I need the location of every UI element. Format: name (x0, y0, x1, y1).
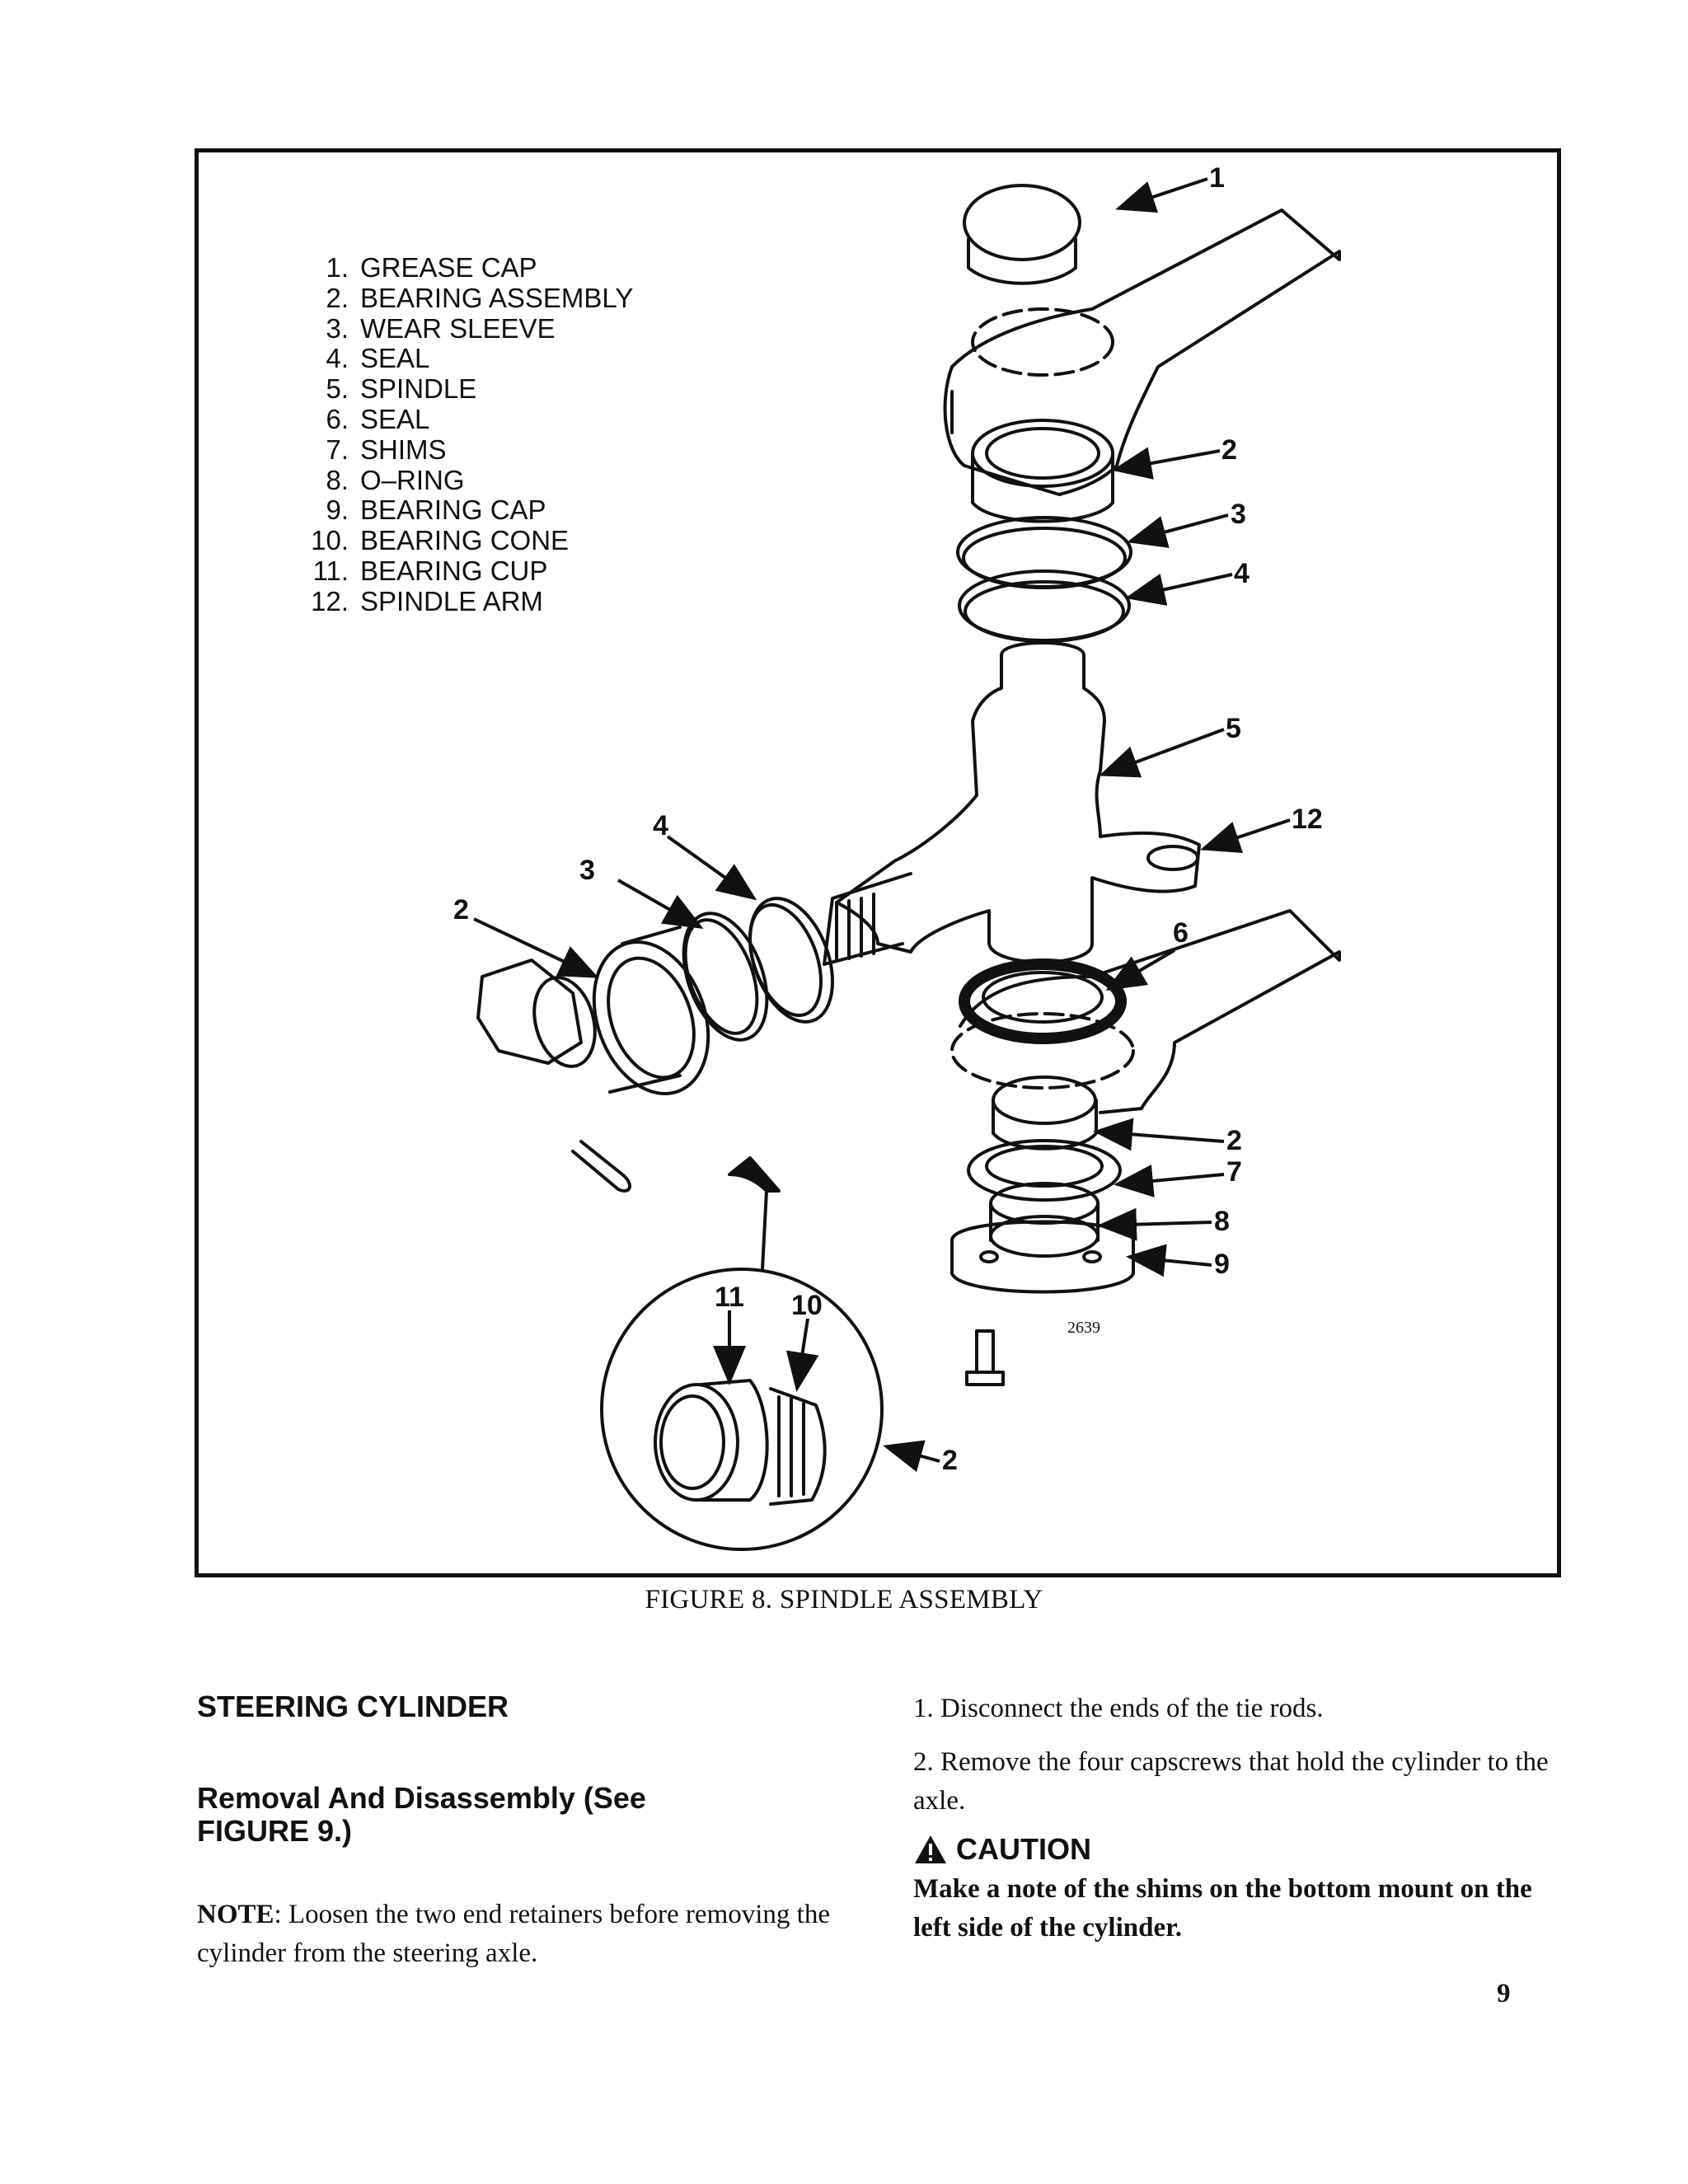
warning-triangle-icon (915, 1835, 946, 1863)
page-number: 9 (1497, 1979, 1511, 2008)
figure-frame: 1.GREASE CAP 2.BEARING ASSEMBLY 3.WEAR S… (195, 148, 1561, 1577)
upper-axle-arm (943, 209, 1341, 496)
legend-item: 5.SPINDLE (326, 373, 477, 405)
capscrew (965, 1329, 1005, 1386)
legend-item: 9.BEARING CAP (326, 494, 546, 526)
subsection-heading-line1: Removal And Disassembly (See (197, 1781, 646, 1815)
callout-label: 3 (579, 855, 595, 886)
caution-text: Make a note of the shims on the bottom m… (913, 1874, 1532, 1943)
left-column: STEERING CYLINDER Removal And Disassembl… (197, 1690, 856, 1973)
callout-label: 2 (1226, 1125, 1242, 1156)
callout-label: 2 (942, 1445, 958, 1476)
callout-label: 4 (1234, 558, 1250, 589)
legend-item: 12.SPINDLE ARM (311, 585, 543, 616)
legend-item: 7.SHIMS (326, 434, 447, 465)
step-2: 2. Remove the four capscrews that hold t… (913, 1747, 1549, 1816)
callout-label: 2 (453, 894, 469, 926)
callout-label: 7 (1226, 1156, 1242, 1188)
step-1: 1. Disconnect the ends of the tie rods. (913, 1694, 1324, 1723)
note-text: : Loosen the two end retainers before re… (197, 1900, 830, 1968)
lower-seal (959, 958, 1127, 1044)
callout-label: 12 (1292, 804, 1323, 835)
callout-label: 1 (1209, 162, 1225, 194)
callout-label: 11 (715, 1282, 744, 1313)
left-wear-sleeve (682, 912, 769, 1042)
legend-item: 8.O–RING (326, 464, 465, 495)
legend-item: 10.BEARING CONE (311, 525, 570, 556)
legend-item: 4.SEAL (326, 343, 430, 374)
legend-item: 3.WEAR SLEEVE (326, 312, 556, 344)
upper-arm-bore (971, 307, 1114, 377)
legend-item: 1.GREASE CAP (326, 252, 537, 283)
callout-label: 4 (653, 810, 668, 841)
cotter-pin (571, 1140, 631, 1193)
grease-cap (963, 184, 1081, 261)
subsection-heading-line2: FIGURE 9.) (197, 1814, 353, 1848)
parts-legend: 1.GREASE CAP 2.BEARING ASSEMBLY 3.WEAR S… (298, 252, 634, 617)
note-label: NOTE (197, 1900, 274, 1929)
callout-label: 3 (1231, 499, 1246, 530)
legend-item: 11.BEARING CUP (312, 555, 548, 586)
section-heading: STEERING CYLINDER (197, 1690, 509, 1723)
drawing-number: 2639 (1067, 1319, 1100, 1337)
figure-caption: FIGURE 8. SPINDLE ASSEMBLY (645, 1585, 1043, 1615)
callout-label: 9 (1214, 1249, 1230, 1280)
callout-label: 5 (1226, 713, 1241, 744)
spindle-body (835, 641, 1201, 964)
note-paragraph: NOTE: Loosen the two end retainers befor… (197, 1896, 856, 1973)
bearing-cone-detail (769, 1387, 827, 1506)
legend-item: 2.BEARING ASSEMBLY (326, 282, 634, 313)
bearing-cup-detail (654, 1383, 739, 1502)
callout-label: 8 (1214, 1206, 1230, 1237)
lower-axle-arm (959, 909, 1341, 1114)
castle-nut (476, 958, 583, 1065)
callout-label: 2 (1221, 434, 1237, 466)
lower-bearing (992, 1076, 1097, 1125)
callout-label: 6 (1173, 917, 1189, 949)
caution-heading: CAUTION (913, 1832, 1573, 1867)
callout-label: 10 (791, 1290, 823, 1321)
spindle-assembly-drawing: 1 2 3 4 5 12 6 2 7 8 9 4 3 2 11 10 2 263… (453, 162, 1341, 1551)
right-column: 1. Disconnect the ends of the tie rods. … (913, 1690, 1573, 1947)
detail-circle (600, 1268, 884, 1551)
caution-title: CAUTION (956, 1832, 1091, 1866)
legend-item: 6.SEAL (326, 403, 430, 434)
